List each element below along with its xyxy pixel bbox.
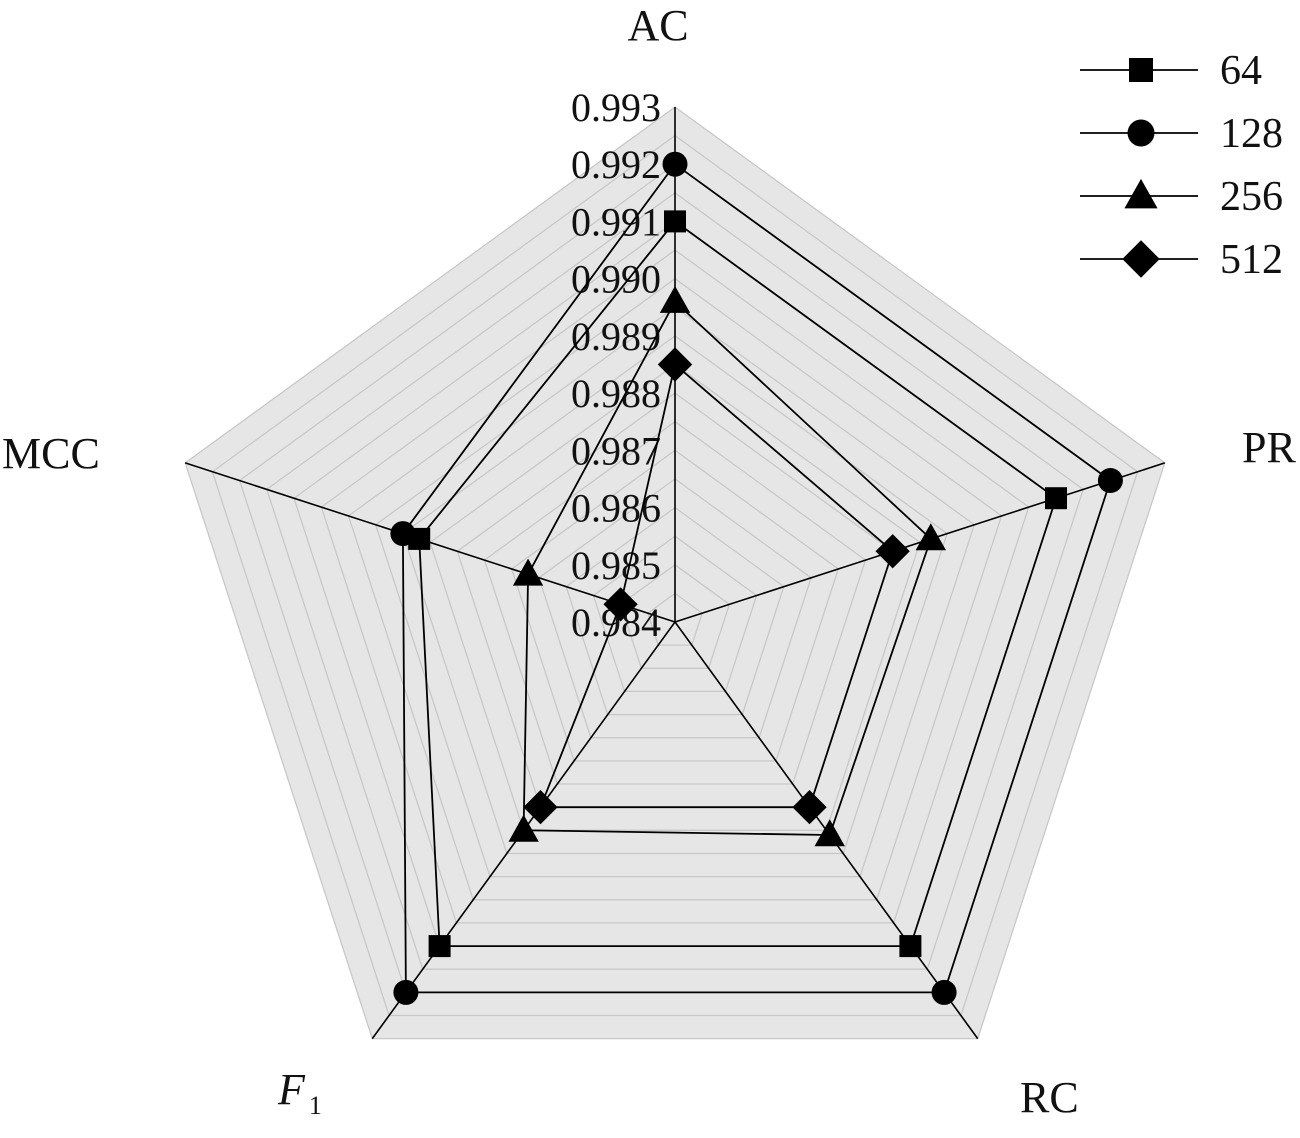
series-line-512 (539, 362, 894, 809)
data-point-64-pr (1045, 487, 1067, 510)
tick-label: 0.986 (571, 486, 661, 531)
data-point-512-f1 (523, 790, 558, 825)
tick-label: 0.993 (571, 85, 661, 130)
grid-ring (483, 420, 867, 785)
data-point-512-ac (657, 347, 693, 382)
data-point-512-rc (792, 790, 827, 825)
legend-label-128: 128 (1220, 111, 1283, 157)
tick-label: 0.991 (571, 199, 661, 244)
grid-ring (266, 191, 1084, 970)
legend-marker-128 (1127, 119, 1155, 147)
grid-ring (538, 478, 812, 739)
legend-marker-512 (1122, 240, 1160, 278)
grid-ring (429, 363, 921, 831)
legend-label-256: 256 (1220, 174, 1283, 220)
tick-label: 0.987 (571, 428, 661, 473)
data-point-128-ac (662, 151, 688, 177)
grid-ring (347, 277, 1003, 901)
grid-ring (647, 592, 703, 646)
data-point-512-mcc (603, 587, 638, 622)
data-point-256-f1 (508, 814, 539, 842)
grid-ring (211, 134, 1139, 1017)
tick-label: 0.985 (571, 543, 661, 588)
data-point-256-mcc (512, 558, 544, 586)
axis-title-ac: AC (627, 1, 688, 50)
data-point-256-pr (915, 523, 946, 551)
data-point-64-ac (664, 210, 686, 233)
data-point-64-f1 (428, 935, 451, 958)
grid-ring (184, 106, 1166, 1040)
legend-marker-256 (1124, 178, 1158, 209)
legend-label-64: 64 (1220, 48, 1262, 94)
data-point-128-f1 (393, 979, 419, 1005)
tick-label: 0.992 (571, 142, 661, 187)
axis-title-mcc: MCC (2, 429, 100, 478)
data-point-128-mcc (390, 521, 416, 547)
grid-ring (510, 449, 840, 762)
grid-ring (374, 306, 976, 878)
tick-label: 0.989 (571, 314, 661, 359)
grid-ring (592, 535, 758, 693)
series-line-256 (522, 300, 932, 836)
legend-label-512: 512 (1220, 237, 1283, 283)
tick-label: 0.988 (571, 371, 661, 416)
axis-line-pr (674, 462, 1166, 623)
data-point-128-rc (931, 979, 957, 1005)
data-point-64-rc (899, 935, 922, 958)
grid-ring (565, 506, 785, 716)
data-point-256-ac (659, 285, 691, 313)
data-point-128-pr (1097, 468, 1123, 493)
data-point-512-pr (875, 534, 910, 569)
legend-marker-64 (1129, 58, 1153, 82)
grid-ring (402, 335, 948, 855)
series-line-64 (418, 220, 1058, 947)
data-point-256-rc (814, 819, 845, 847)
axis-title-rc: RC (1020, 1073, 1079, 1122)
series-line-128 (401, 162, 1112, 994)
axis-title-pr: PR (1242, 423, 1296, 472)
grid-ring (320, 249, 1030, 924)
